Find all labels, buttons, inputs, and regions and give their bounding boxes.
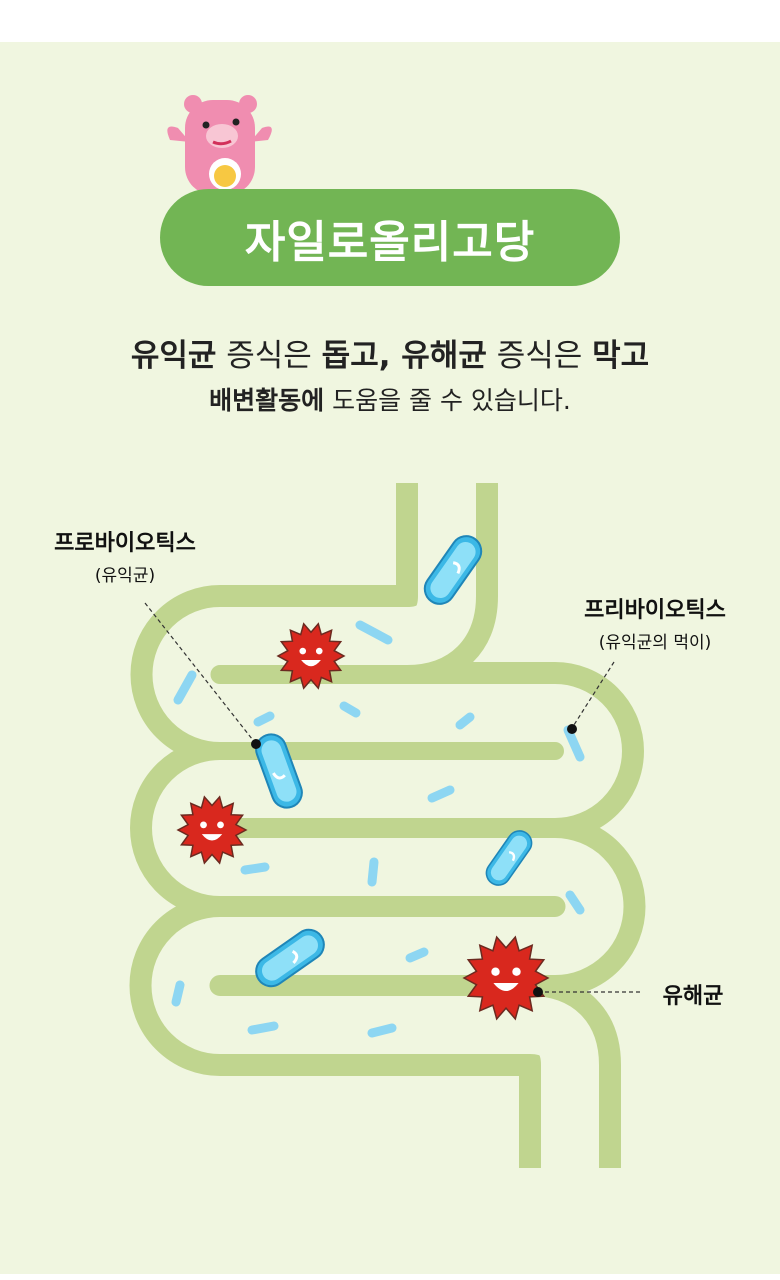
harmful-label: 유해균 — [648, 978, 738, 1010]
product-title: 자일로올리고당 — [244, 216, 536, 268]
probiotic-bacteria — [255, 535, 533, 988]
probiotic-bacterium — [255, 928, 325, 988]
probiotics-subtitle: (유익균) — [94, 566, 156, 586]
headline-segment: 도움을 줄 수 있습니다. — [324, 386, 571, 415]
headline-line1: 유익균 증식은 돕고, 유해균 증식은 막고 — [0, 330, 780, 375]
headline-segment: 배변활동에 — [209, 386, 325, 415]
probiotic-bacterium — [423, 535, 483, 605]
headline-segment: 증식은 — [216, 338, 322, 374]
headline-segment: 막고 — [592, 338, 650, 374]
harmful-bacterium — [176, 795, 248, 865]
headline-segment: 유익균 — [130, 338, 217, 374]
prebiotics-subtitle: (유익균의 먹이) — [598, 633, 712, 653]
headline-segment: 증식은 — [486, 338, 593, 374]
headline-segment: 돕고, 유해균 — [321, 338, 487, 374]
harmful-bacterium — [462, 935, 550, 1021]
bear-mascot-icon — [167, 95, 272, 192]
probiotics-title: 프로바이오틱스 — [54, 531, 196, 556]
probiotics-label: 프로바이오틱스 (유익균) — [40, 525, 210, 586]
prebiotics-title: 프리바이오틱스 — [584, 598, 726, 623]
probiotic-bacterium — [485, 830, 533, 886]
leader-lines — [144, 602, 640, 993]
probiotic-bacterium — [255, 733, 303, 809]
prebiotics-label: 프리바이오틱스 (유익균의 먹이) — [565, 592, 745, 653]
harmful-bacterium — [276, 622, 346, 690]
harmful-bacteria — [176, 622, 550, 1021]
product-title-banner: 자일로올리고당 — [160, 189, 620, 286]
headline-line2: 배변활동에 도움을 줄 수 있습니다. — [0, 381, 780, 417]
harmful-title: 유해균 — [662, 984, 724, 1009]
intestine-tube — [129, 483, 646, 1168]
prebiotic-particles — [171, 620, 585, 1038]
